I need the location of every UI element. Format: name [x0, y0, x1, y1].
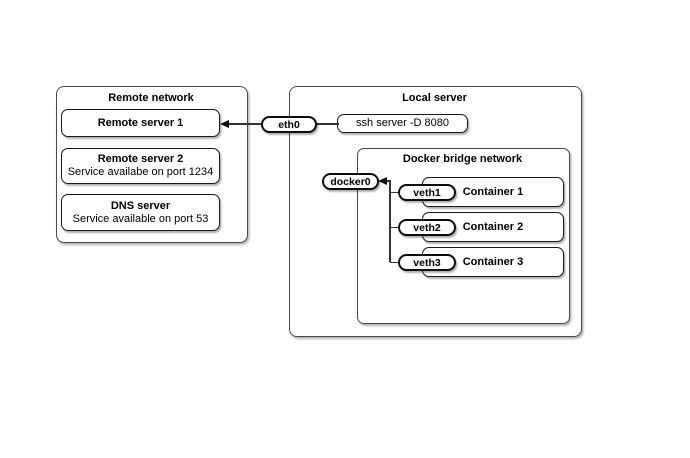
docker-bridge-network-title: Docker bridge network	[402, 153, 523, 165]
bus-to-veth1-line	[390, 191, 402, 194]
arrowhead-to-docker0-icon	[378, 176, 387, 185]
remote-server-2-label: Remote server 2	[97, 153, 184, 165]
container-3-label: Container 3	[462, 255, 524, 268]
container-2-label: Container 2	[462, 220, 524, 233]
ssh-server-node: ssh server -D 8080	[337, 114, 468, 133]
veth1-label: veth1	[413, 186, 441, 199]
eth0-to-ssh-line	[315, 123, 339, 125]
remote-server-2-service: Service availabe on port 1234	[67, 166, 214, 178]
veth-bus-line	[389, 180, 391, 262]
bus-to-veth2-line	[390, 226, 402, 229]
veth2-interface-pill: veth2	[398, 219, 456, 236]
dns-server-node: DNS server Service available on port 53	[61, 194, 220, 231]
eth0-to-remote-server-line	[228, 123, 262, 125]
arrowhead-to-remote-server-icon	[220, 119, 229, 128]
remote-server-1-node: Remote server 1	[61, 109, 220, 137]
bus-to-docker0-line	[386, 180, 391, 182]
docker0-interface-pill: docker0	[322, 173, 379, 190]
bus-to-veth3-line	[390, 261, 402, 264]
ssh-server-label: ssh server -D 8080	[356, 117, 449, 129]
container-1-label: Container 1	[462, 185, 524, 198]
veth2-label: veth2	[413, 221, 441, 234]
remote-server-1-label: Remote server 1	[97, 116, 184, 129]
eth0-interface-pill: eth0	[261, 116, 317, 133]
remote-server-2-node: Remote server 2 Service availabe on port…	[61, 148, 220, 184]
veth3-interface-pill: veth3	[398, 254, 456, 271]
veth3-label: veth3	[413, 256, 441, 269]
dns-server-label: DNS server	[110, 199, 171, 212]
local-server-title: Local server	[402, 92, 467, 104]
veth1-interface-pill: veth1	[398, 184, 456, 201]
docker0-label: docker0	[330, 175, 371, 188]
remote-network-title: Remote network	[108, 92, 194, 104]
eth0-label: eth0	[278, 118, 300, 131]
dns-server-service: Service available on port 53	[72, 212, 209, 225]
